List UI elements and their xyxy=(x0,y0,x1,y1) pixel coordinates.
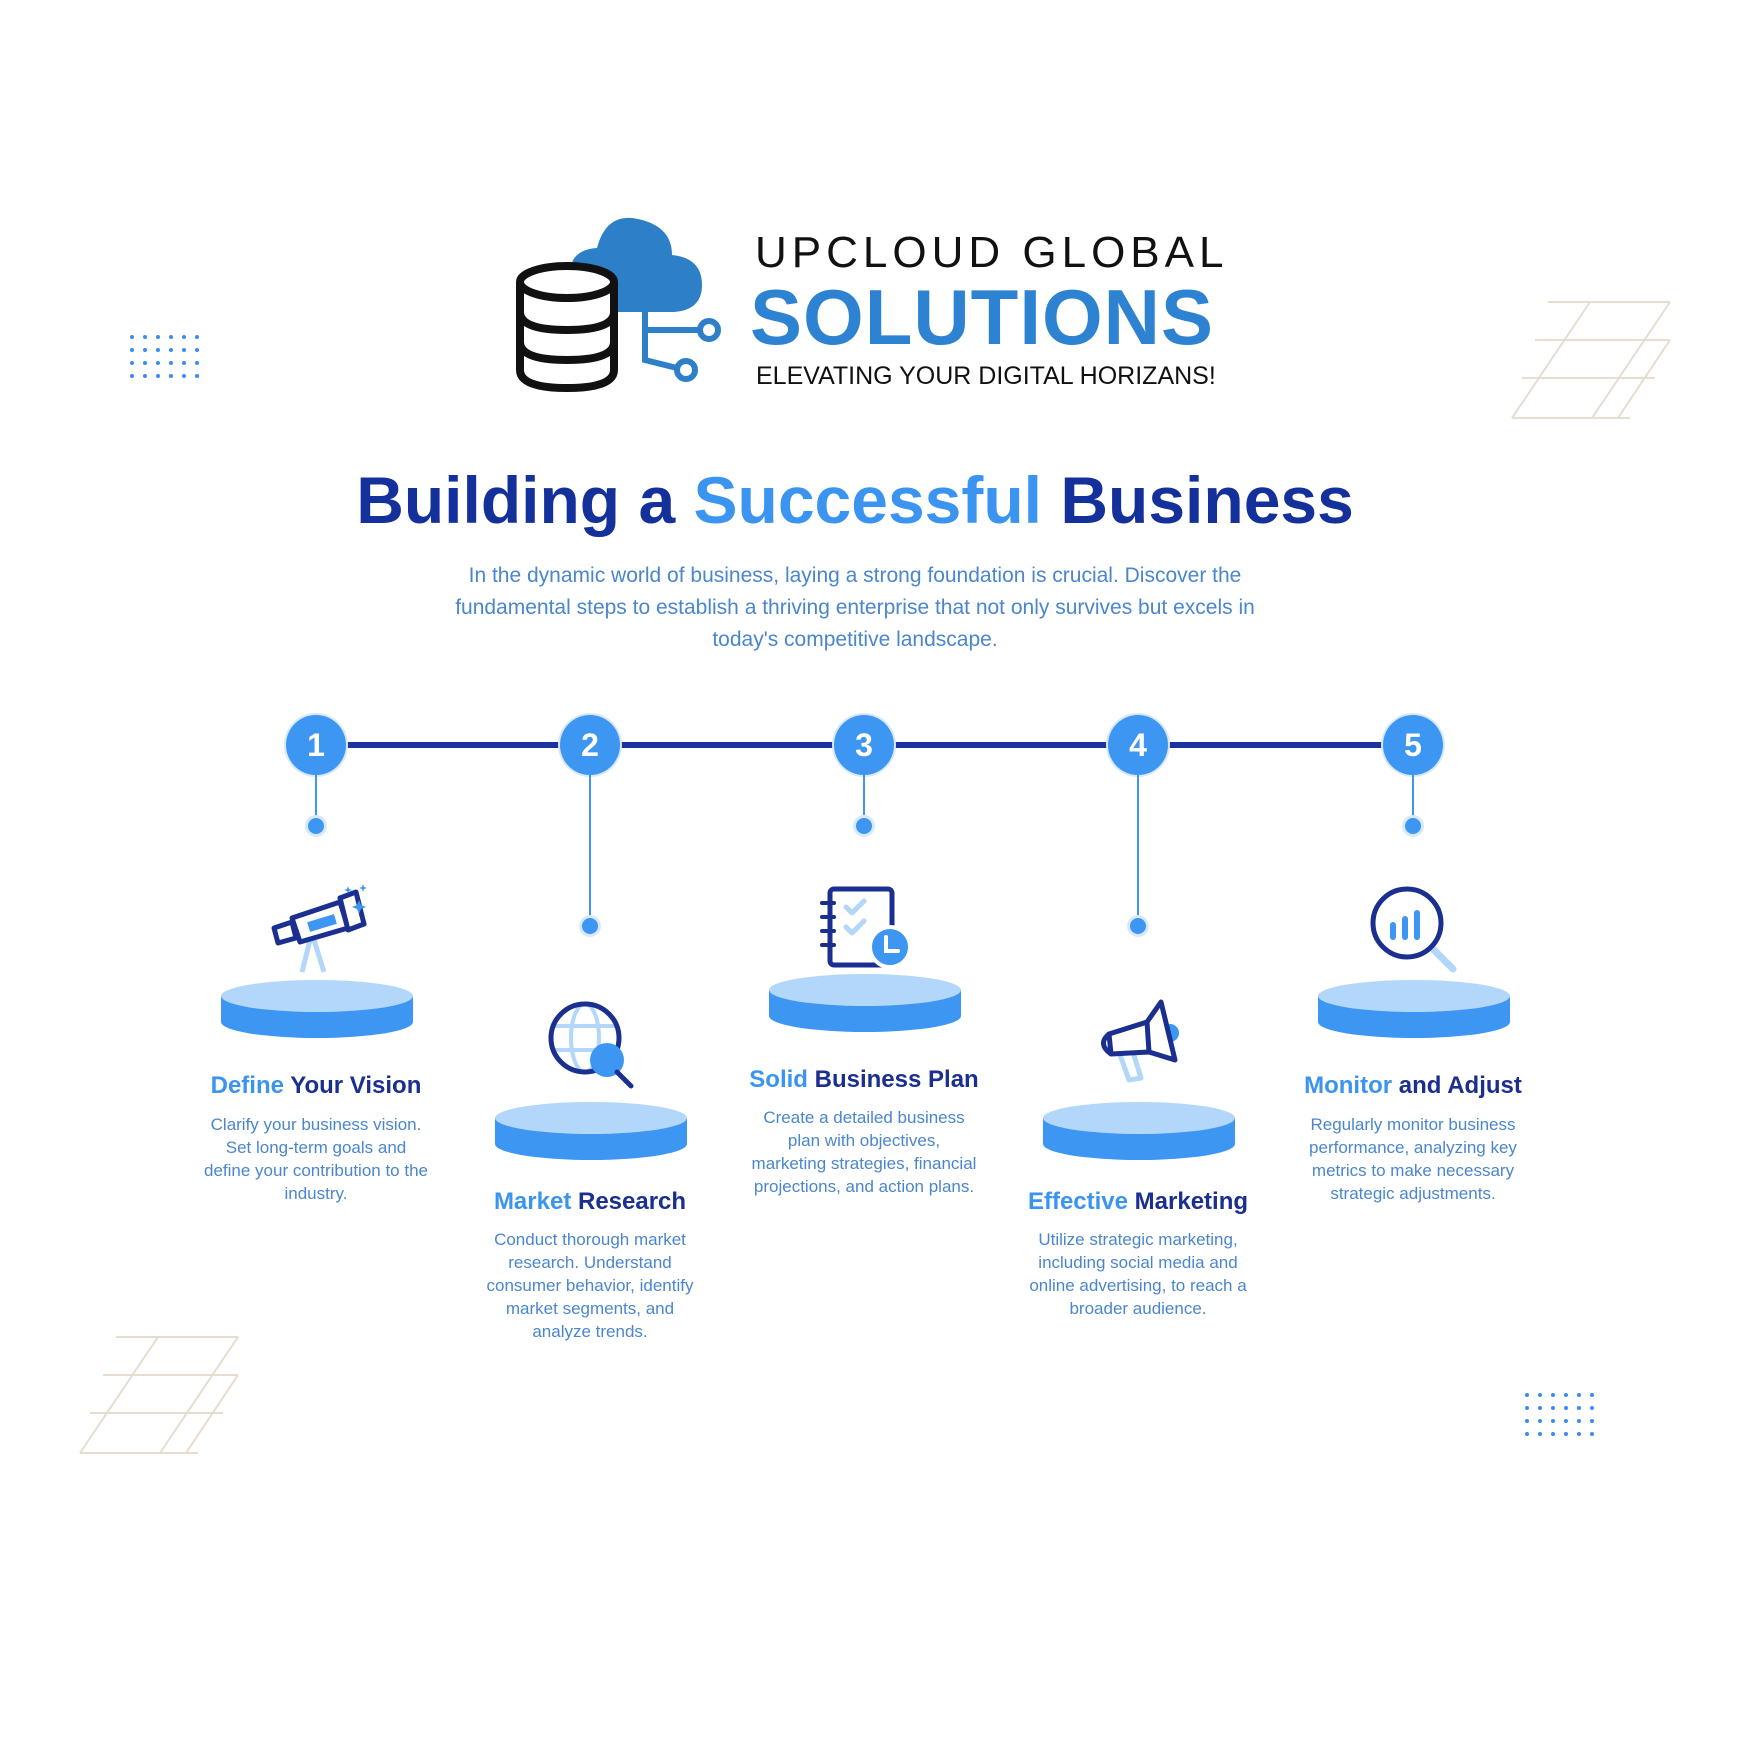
step-5-podium-svg xyxy=(1318,980,1510,1038)
step-5-podium xyxy=(1316,978,1512,1051)
step-1-podium-svg xyxy=(221,980,413,1038)
step-1-title-rest: Your Vision xyxy=(283,1072,422,1099)
step-3-description: Create a detailed business plan with obj… xyxy=(751,1108,977,1196)
step-4-title-accent: Effective xyxy=(1027,1188,1128,1215)
title-accent: Successful xyxy=(693,463,1043,537)
step-3-title: Solid Business Plan xyxy=(714,1066,1014,1094)
step-3-icon xyxy=(820,885,915,980)
step-5-number: 5 xyxy=(1383,715,1443,775)
step-4-connector xyxy=(1137,775,1139,925)
step-4-podium xyxy=(1041,1100,1237,1173)
dot-grid-bottom-right xyxy=(1525,1393,1605,1448)
step-1-title-accent: Define xyxy=(210,1072,284,1099)
step-3-connector-dot xyxy=(856,818,872,834)
title-part2: Business xyxy=(1042,463,1354,537)
dot-grid-top-left xyxy=(130,335,210,390)
step-1-icon xyxy=(262,880,372,980)
step-5-title: Monitor and Adjust xyxy=(1263,1072,1563,1100)
step-2-number: 2 xyxy=(560,715,620,775)
slanted-grid-bottom-left xyxy=(78,1335,248,1462)
logo-tagline: ELEVATING YOUR DIGITAL HORIZANS! xyxy=(756,362,1216,390)
page-title: Building a Successful Business xyxy=(0,462,1710,538)
dot-grid-top-left-svg xyxy=(130,335,199,378)
step-4-connector-dot xyxy=(1130,918,1146,934)
step-3-connector xyxy=(863,775,865,825)
logo-line2: SOLUTIONS xyxy=(750,273,1215,361)
step-2-title-accent: Market xyxy=(493,1188,572,1215)
analytics-search-icon xyxy=(1370,886,1457,973)
intro-text: In the dynamic world of business, laying… xyxy=(455,564,1255,651)
step-4-icon xyxy=(1095,998,1185,1093)
step-2-description: Conduct thorough market research. Unders… xyxy=(486,1230,694,1341)
step-5-title-accent: Monitor xyxy=(1304,1072,1393,1099)
cloud-database-icon xyxy=(516,217,721,393)
planner-icon xyxy=(820,886,912,969)
slanted-grid-top-right xyxy=(1510,300,1680,427)
step-3-podium-svg xyxy=(769,974,961,1032)
step-5-icon xyxy=(1365,885,1465,980)
step-4-description: Utilize strategic marketing, including s… xyxy=(1029,1230,1247,1318)
step-1-number: 1 xyxy=(286,715,346,775)
logo-line1: UPCLOUD GLOBAL xyxy=(755,228,1229,277)
step-3-title-rest: Business Plan xyxy=(807,1066,979,1093)
step-1-connector-dot xyxy=(308,818,324,834)
step-5-connector-dot xyxy=(1405,818,1421,834)
step-1-title: Define Your Vision xyxy=(166,1072,466,1100)
step-4-title-rest: Marketing xyxy=(1128,1188,1249,1215)
step-3-number: 3 xyxy=(834,715,894,775)
slanted-grid-top-right-svg xyxy=(1511,301,1671,419)
title-part1: Building a xyxy=(356,463,694,537)
slanted-grid-bottom-left-svg xyxy=(79,1336,239,1454)
step-5-connector xyxy=(1412,775,1414,825)
step-2-podium-svg xyxy=(495,1102,687,1160)
telescope-icon xyxy=(271,884,367,973)
step-4-podium-svg xyxy=(1043,1102,1235,1160)
step-3-podium xyxy=(767,972,963,1045)
step-2-podium xyxy=(493,1100,689,1173)
dot-grid-bottom-right-svg xyxy=(1525,1393,1594,1436)
step-2-title-rest: Research xyxy=(571,1188,687,1215)
step-2-connector-dot xyxy=(582,918,598,934)
step-4-number: 4 xyxy=(1108,715,1168,775)
step-5-description: Regularly monitor business performance, … xyxy=(1309,1115,1517,1203)
step-1-connector xyxy=(315,775,317,825)
step-3-title-accent: Solid xyxy=(749,1066,808,1093)
megaphone-icon xyxy=(1101,999,1179,1083)
step-4-title: Effective Marketing xyxy=(988,1188,1288,1216)
step-2-title: Market Research xyxy=(440,1188,740,1216)
logo-mark xyxy=(512,210,732,405)
step-5-title-rest: and Adjust xyxy=(1392,1072,1522,1099)
step-2-connector xyxy=(589,775,591,925)
step-1-podium xyxy=(219,978,415,1051)
step-1-description: Clarify your business vision. Set long-t… xyxy=(204,1115,428,1203)
globe-search-icon xyxy=(548,1001,634,1089)
step-2-icon xyxy=(545,1000,635,1095)
